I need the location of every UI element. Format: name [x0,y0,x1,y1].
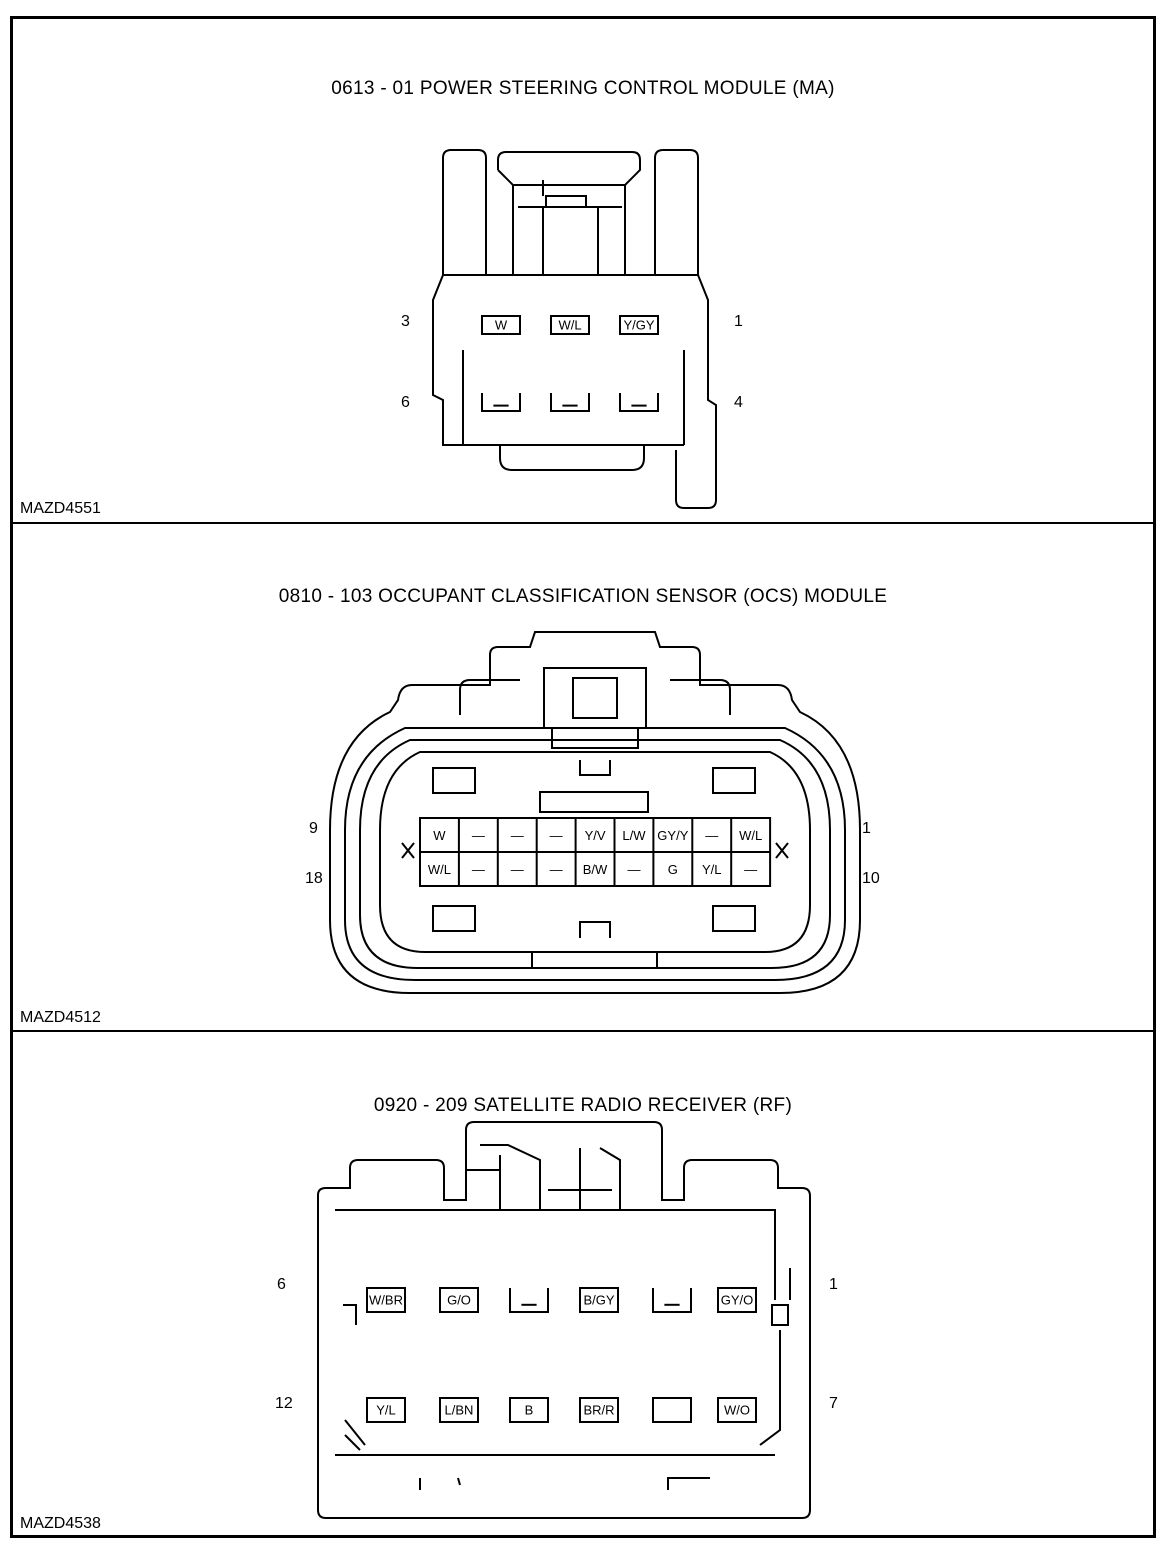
panel-divider [10,1030,1156,1032]
connector-3-cavities: W/BR G/O B/GY GY/O Y/L L/BN B BR/R W/O [366,1287,757,1423]
unused-cavity [481,393,521,412]
unused-cavity-mark: — [511,862,524,877]
wire-color-label: G/O [447,1293,471,1308]
connector-1-cavities: W W/L Y/GY [481,315,659,412]
connector-2-body [329,631,861,994]
figure-code: MAZD4512 [20,1009,101,1026]
wire-color-label: Y/L [702,862,722,877]
wire-cavity [439,1397,479,1423]
pin-number: 1 [829,1276,838,1293]
wire-color-label: W/O [724,1403,750,1418]
panel-divider [10,522,1156,524]
wire-cavity [439,1287,479,1313]
wire-cavity [717,1397,757,1423]
figure-code: MAZD4551 [20,500,101,517]
wire-color-label: Y/V [585,828,606,843]
pin-number: 18 [305,870,323,887]
wire-cavity [550,315,590,335]
wire-cavity [619,315,659,335]
wire-color-label: W/L [739,828,762,843]
connector-3-body [317,1121,811,1519]
unused-cavity-mark: — [705,828,718,843]
unused-cavity-mark: — [511,828,524,843]
wire-color-label: L/BN [445,1403,474,1418]
unused-cavity [509,1288,549,1313]
connector-2-cavities: W — — — Y/V L/W GY/Y — W/L W/L — — — B/W — G Y/L — [419,817,772,887]
wire-cavity [579,1287,619,1313]
unused-cavity-mark: — [550,862,563,877]
wire-cavity [652,1397,692,1423]
pin-number: 12 [275,1395,293,1412]
pin-number: 6 [277,1276,286,1293]
wire-color-label: GY/O [721,1293,754,1308]
wire-color-label: W/L [558,318,581,333]
unused-cavity-mark: — [627,862,640,877]
connector-1-body [432,149,717,509]
pin-number: 3 [401,313,410,330]
wire-color-label: Y/GY [623,318,654,333]
pin-number: 1 [734,313,743,330]
unused-cavity-mark: — [550,828,563,843]
pin-number: 6 [401,394,410,411]
connector-title: 0920 - 209 SATELLITE RADIO RECEIVER (RF) [373,1095,793,1116]
unused-cavity-mark: — [744,862,757,877]
unused-cavity-mark: — [472,862,485,877]
pin-number: 10 [862,870,880,887]
wire-cavity [579,1397,619,1423]
wire-cavity [366,1287,406,1313]
wire-cavity [509,1397,549,1423]
unused-cavity [652,1288,692,1313]
wire-color-label: Y/L [376,1403,396,1418]
pin-number: 9 [309,820,318,837]
unused-cavity [550,393,590,412]
wire-color-label: GY/Y [657,828,688,843]
wire-cavity [717,1287,757,1313]
wire-color-label: W/L [428,862,451,877]
wire-color-label: G [668,862,678,877]
wire-cavity [481,315,521,335]
connector-title: 0613 - 01 POWER STEERING CONTROL MODULE … [331,78,835,99]
wire-color-label: B [525,1403,534,1418]
wire-cavity [366,1397,406,1423]
wire-color-label: BR/R [583,1403,614,1418]
pin-number: 1 [862,820,871,837]
wire-color-label: L/W [622,828,646,843]
diagram-frame [10,16,1156,1538]
wire-color-label: B/W [583,862,608,877]
connector-title: 0810 - 103 OCCUPANT CLASSIFICATION SENSO… [278,586,888,607]
pin-number: 4 [734,394,743,411]
wire-color-label: W/BR [369,1293,403,1308]
unused-cavity-mark: — [472,828,485,843]
wire-color-label: W [433,828,446,843]
wire-color-label: B/GY [583,1293,614,1308]
figure-code: MAZD4538 [20,1515,101,1532]
unused-cavity [619,393,659,412]
pin-number: 7 [829,1395,838,1412]
wire-color-label: W [495,318,508,333]
